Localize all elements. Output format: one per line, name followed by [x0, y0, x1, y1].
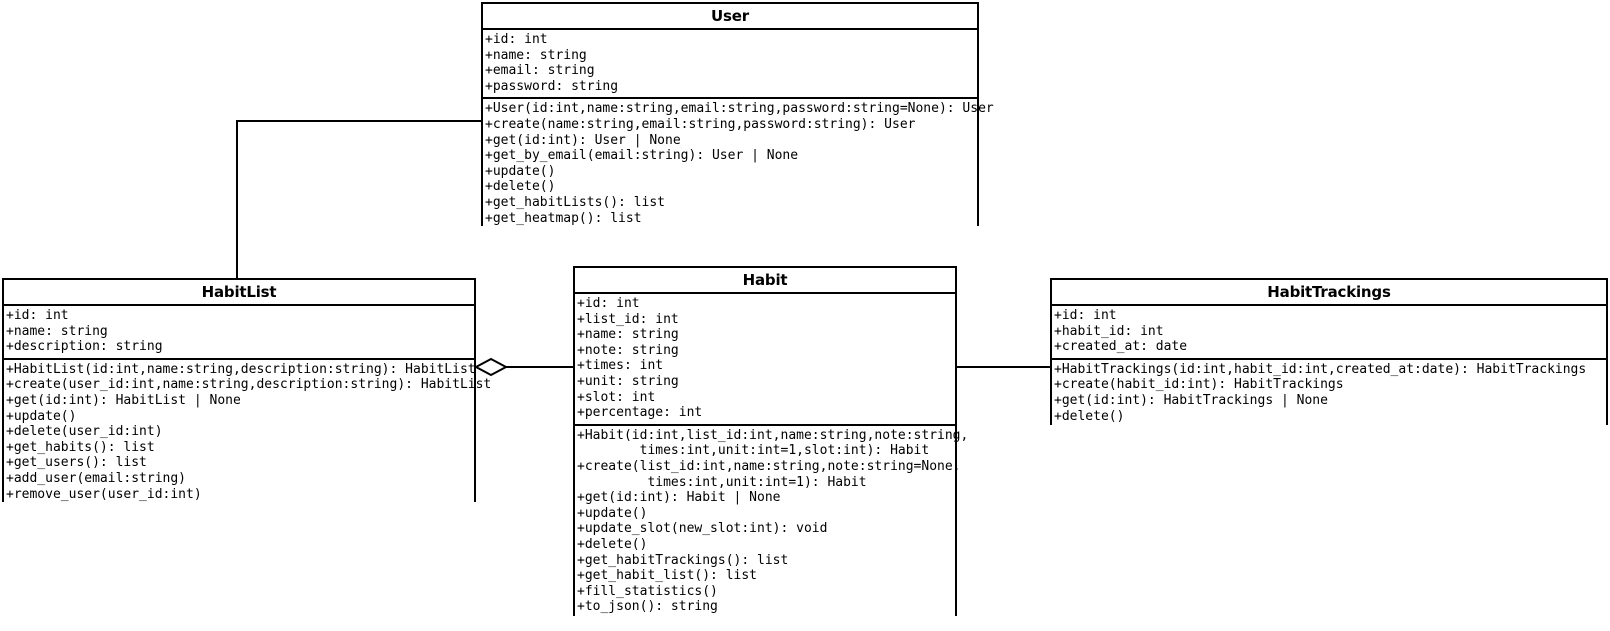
- edge-habitlist-habit: [476, 366, 575, 368]
- method-row: +get(id:int): User | None: [485, 132, 681, 148]
- class-box-user[interactable]: User +id: int +name: string +email: stri…: [481, 2, 994, 230]
- class-methods-habit: +Habit(id:int,list_id:int,name:string,no…: [575, 425, 969, 618]
- aggregation-diamond-icon: [473, 357, 509, 377]
- method-row: +delete(): [577, 536, 648, 552]
- class-box-habitlist[interactable]: HabitList +id: int +name: string +descri…: [2, 278, 492, 506]
- attribute-row: +note: string: [577, 342, 679, 358]
- method-row: +get_habit_list(): list: [577, 568, 758, 584]
- class-attributes-user: +id: int +name: string +email: string +p…: [483, 30, 977, 100]
- attribute-row: +name: string: [577, 327, 679, 343]
- method-row: +fill_statistics(): [577, 583, 718, 599]
- class-box-habit[interactable]: Habit +id: int +list_id: int +name: stri…: [573, 266, 969, 618]
- class-attributes-habittrackings: +id: int +habit_id: int +created_at: dat…: [1052, 306, 1606, 360]
- attribute-row: +list_id: int: [577, 311, 679, 327]
- attribute-row: +id: int: [1054, 308, 1117, 323]
- method-row: +update(): [485, 163, 556, 179]
- class-attributes-habit: +id: int +list_id: int +name: string +no…: [575, 294, 955, 426]
- method-row: +create(user_id:int,name:string,descript…: [6, 377, 492, 393]
- class-title-habit: Habit: [575, 268, 955, 294]
- attribute-row: +unit: string: [577, 373, 679, 389]
- method-row: +get_by_email(email:string): User | None: [485, 148, 799, 164]
- class-title-habittrackings: HabitTrackings: [1052, 280, 1606, 306]
- attribute-row: +slot: int: [577, 389, 656, 405]
- attribute-row: +id: int: [6, 308, 69, 323]
- method-row: +remove_user(user_id:int): [6, 486, 202, 502]
- attribute-row: +id: int: [577, 296, 640, 311]
- class-title-user: User: [483, 4, 977, 30]
- edge-habit-habittrackings: [957, 366, 1050, 368]
- method-row: +User(id:int,name:string,email:string,pa…: [485, 101, 994, 117]
- method-row: +get_heatmap(): list: [485, 210, 642, 226]
- method-row: +delete(): [1054, 408, 1125, 424]
- edge-user-habitlist-vertical: [236, 120, 238, 280]
- attribute-row: +password: string: [485, 78, 619, 94]
- method-row: +create(list_id:int,name:string,note:str…: [577, 458, 961, 474]
- method-row: +get(id:int): HabitTrackings | None: [1054, 392, 1328, 408]
- method-row: +get(id:int): HabitList | None: [6, 392, 241, 408]
- method-row: +delete(): [485, 179, 556, 195]
- method-row: +update_slot(new_slot:int): void: [577, 521, 828, 537]
- method-row: +create(habit_id:int): HabitTrackings: [1054, 377, 1344, 393]
- method-row: times:int,unit:int=1): Habit: [577, 474, 867, 490]
- method-row: +get_users(): list: [6, 455, 147, 471]
- class-title-habitlist: HabitList: [4, 280, 474, 306]
- method-row: +Habit(id:int,list_id:int,name:string,no…: [577, 427, 969, 443]
- method-row: +get_habitTrackings(): list: [577, 552, 789, 568]
- class-methods-user: +User(id:int,name:string,email:string,pa…: [483, 99, 994, 230]
- attribute-row: +habit_id: int: [1054, 323, 1164, 339]
- method-row: +get_habits(): list: [6, 439, 155, 455]
- attribute-row: +id: int: [485, 32, 548, 47]
- method-row: +create(name:string,email:string,passwor…: [485, 116, 916, 132]
- method-row: +add_user(email:string): [6, 470, 187, 486]
- edge-user-habitlist-horizontal: [236, 120, 482, 122]
- method-row: +HabitList(id:int,name:string,descriptio…: [6, 361, 476, 377]
- attribute-row: +created_at: date: [1054, 339, 1188, 355]
- attribute-row: +name: string: [6, 323, 108, 339]
- class-box-habittrackings[interactable]: HabitTrackings +id: int +habit_id: int +…: [1050, 278, 1608, 428]
- method-row: +delete(user_id:int): [6, 424, 163, 440]
- method-row: times:int,unit:int=1,slot:int): Habit: [577, 443, 930, 459]
- class-methods-habitlist: +HabitList(id:int,name:string,descriptio…: [4, 359, 492, 506]
- attribute-row: +email: string: [485, 63, 595, 79]
- method-row: +update(): [577, 505, 648, 521]
- method-row: +get_habitLists(): list: [485, 194, 666, 210]
- attribute-row: +times: int: [577, 358, 664, 374]
- method-row: +to_json(): string: [577, 599, 718, 615]
- attribute-row: +percentage: int: [577, 405, 703, 421]
- method-row: +update(): [6, 408, 77, 424]
- class-attributes-habitlist: +id: int +name: string +description: str…: [4, 306, 474, 360]
- method-row: +HabitTrackings(id:int,habit_id:int,crea…: [1054, 361, 1587, 377]
- class-methods-habittrackings: +HabitTrackings(id:int,habit_id:int,crea…: [1052, 359, 1606, 428]
- method-row: +get(id:int): Habit | None: [577, 490, 781, 506]
- attribute-row: +description: string: [6, 339, 163, 355]
- attribute-row: +name: string: [485, 47, 587, 63]
